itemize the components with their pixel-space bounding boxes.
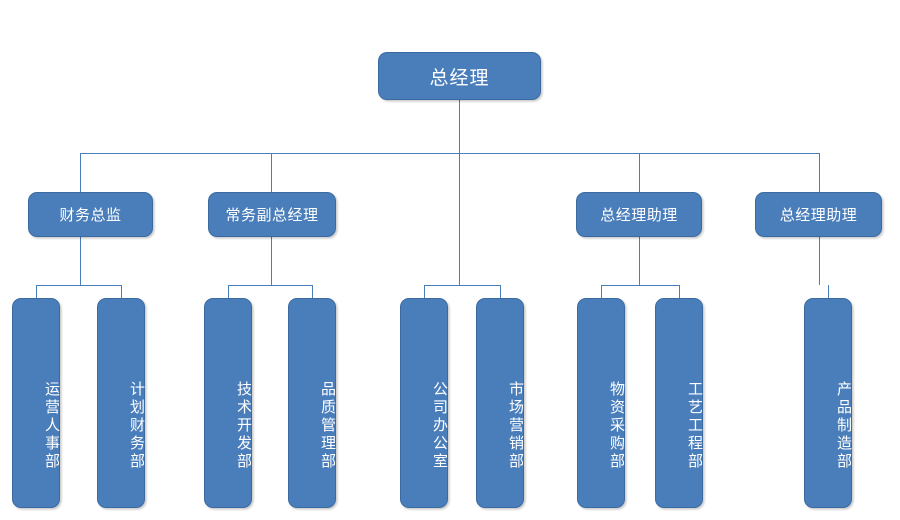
node-quality-management-dept[interactable]: 品质管理部 (288, 298, 336, 508)
connector-to-operations-hr-dept (36, 285, 37, 298)
node-label: 品质管理部 (319, 381, 336, 471)
node-label: 运营人事部 (43, 381, 60, 471)
node-company-office[interactable]: 公司办公室 (400, 298, 448, 508)
connector-to-tech-development-dept (228, 285, 229, 298)
connector-to-materials-procurement-dept (601, 285, 602, 298)
node-label: 公司办公室 (431, 381, 448, 471)
connector-to-planning-finance-dept (121, 285, 122, 298)
node-label: 市场营销部 (507, 381, 524, 471)
connector-exec-deputy-gm-stem (271, 237, 272, 285)
connector-gm-assistant-1-bus (601, 285, 679, 286)
connector-to-marketing-dept (500, 285, 501, 298)
connector-bus-to-gm-assistant-1 (639, 153, 640, 192)
node-label: 常务副总经理 (225, 207, 319, 224)
connector-bus-to-exec-deputy-gm (271, 153, 272, 192)
connector-finance-director-bus (36, 285, 122, 286)
node-label: 财务总监 (59, 207, 122, 224)
connector-bus-to-finance-director (80, 153, 81, 192)
node-marketing-dept[interactable]: 市场营销部 (476, 298, 524, 508)
node-general-manager[interactable]: 总经理 (378, 52, 541, 100)
node-label: 物资采购部 (608, 381, 625, 471)
node-label: 总经理 (429, 67, 490, 89)
node-tech-development-dept[interactable]: 技术开发部 (204, 298, 252, 508)
node-label: 工艺工程部 (686, 381, 703, 471)
node-label: 总经理助理 (779, 207, 858, 224)
node-materials-procurement-dept[interactable]: 物资采购部 (577, 298, 625, 508)
node-label: 总经理助理 (600, 207, 678, 224)
node-finance-director[interactable]: 财务总监 (28, 192, 153, 237)
node-planning-finance-dept[interactable]: 计划财务部 (97, 298, 145, 508)
node-gm-assistant-2[interactable]: 总经理助理 (755, 192, 882, 237)
node-process-engineering-dept[interactable]: 工艺工程部 (655, 298, 703, 508)
connector-gm-assistant-1-stem (639, 237, 640, 285)
node-label: 计划财务部 (128, 381, 145, 471)
node-label: 技术开发部 (235, 381, 252, 471)
connector-gm-assistant-2-stem (819, 237, 820, 285)
node-product-manufacturing-dept[interactable]: 产品制造部 (804, 298, 852, 508)
connector-root-stem (459, 100, 460, 153)
connector-main-bus (80, 153, 820, 154)
connector-finance-director-stem (80, 237, 81, 285)
connector-middle-group-bus (424, 285, 500, 286)
connector-root-to-middle-group (459, 153, 460, 285)
connector-to-company-office (424, 285, 425, 298)
node-operations-hr-dept[interactable]: 运营人事部 (12, 298, 60, 508)
node-gm-assistant-1[interactable]: 总经理助理 (576, 192, 702, 237)
connector-to-process-engineering-dept (679, 285, 680, 298)
connector-bus-to-gm-assistant-2 (819, 153, 820, 192)
connector-to-product-manufacturing-dept (828, 285, 829, 298)
node-label: 产品制造部 (835, 381, 852, 471)
connector-to-quality-management-dept (312, 285, 313, 298)
connector-exec-deputy-gm-bus (228, 285, 312, 286)
node-executive-deputy-general-manager[interactable]: 常务副总经理 (208, 192, 336, 237)
